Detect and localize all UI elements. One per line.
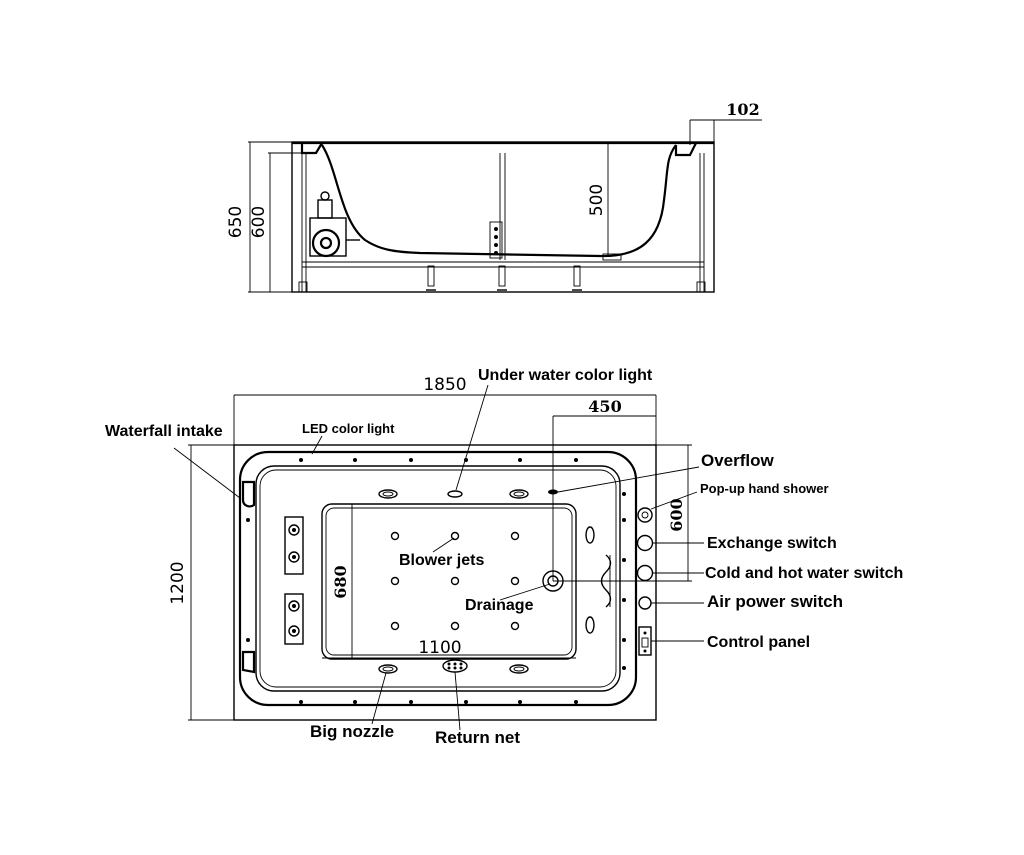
top-view: 1850 450 600 1200 1100 680 [105,367,903,747]
label-overflow: Overflow [701,451,775,470]
top-basin [321,503,577,660]
tub-body-outline [300,142,697,258]
label-under-water-color-light: Under water color light [478,367,653,384]
popup-hand-shower-icon [637,507,653,523]
side-frame [291,141,715,293]
label-popup-hand-shower: Pop-up hand shower [700,481,829,496]
side-control-knobs [489,221,503,259]
return-net-icon [442,659,468,673]
top-rim [238,450,638,707]
dim-length: 1850 [423,375,466,395]
pump-icon [309,191,360,258]
dim-width: 1200 [168,561,188,604]
label-drainage: Drainage [465,597,534,614]
top-outer-frame [233,444,657,721]
side-jet-pads [284,516,304,645]
dim-overall-height: 650 [226,206,246,238]
waterfall-intake-icon [241,480,256,674]
side-drain [602,253,622,261]
led-color-lights [246,458,626,704]
label-big-nozzle: Big nozzle [310,722,394,741]
dim-inner-width: 680 [331,565,350,598]
dim-offset: 450 [588,397,621,416]
air-power-switch-icon [638,596,652,610]
label-control-panel: Control panel [707,634,810,651]
label-exchange-switch: Exchange switch [707,535,837,552]
label-cold-hot-water-switch: Cold and hot water switch [705,565,903,582]
exchange-switch-icon [636,534,654,552]
dim-offset-vertical: 600 [667,498,686,531]
side-legs [298,265,706,293]
label-blower-jets: Blower jets [399,552,484,569]
top-inner-rim [255,465,621,692]
blower-jets [390,531,520,631]
dim-frame-height: 600 [249,206,269,238]
underwater-light-icon [447,490,463,498]
control-panel-icon [638,626,652,656]
label-return-net: Return net [435,728,520,747]
label-waterfall-intake: Waterfall intake [105,423,223,440]
dim-inner-depth: 500 [587,184,607,216]
dim-inner-length: 1100 [418,638,461,658]
leader-lines [173,384,704,731]
side-view: 650 600 500 102 [226,100,762,293]
cold-hot-switch-icon [636,564,654,582]
label-air-power-switch: Air power switch [707,592,843,611]
dim-rim-width: 102 [726,100,759,119]
label-led-color-light: LED color light [302,421,395,436]
big-nozzles [378,489,595,674]
